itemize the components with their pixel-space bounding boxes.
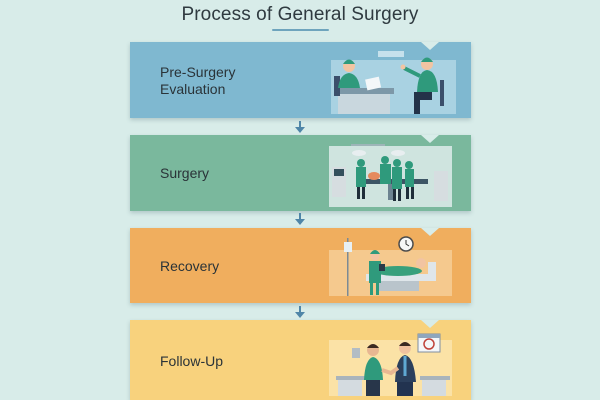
- step-notch: [421, 135, 439, 143]
- step-notch: [421, 320, 439, 328]
- step-label-line1: Pre-Surgery: [160, 64, 236, 80]
- step-recovery: Recovery: [130, 228, 471, 303]
- step-surgery: Surgery: [130, 135, 471, 211]
- step-label: Surgery: [160, 165, 210, 181]
- step-label: Recovery: [160, 258, 220, 274]
- operating-room-illustration-icon: [329, 144, 452, 207]
- down-arrow-icon: [295, 306, 305, 318]
- step-notch: [421, 42, 439, 50]
- step-pre-surgery-evaluation: Pre-Surgery Evaluation: [130, 42, 471, 118]
- doctor-consultation-illustration-icon: [331, 51, 456, 114]
- step-notch: [421, 228, 439, 236]
- title-underline: [272, 29, 329, 31]
- step-label-line2: Evaluation: [160, 81, 226, 97]
- down-arrow-icon: [295, 121, 305, 133]
- step-label: Follow-Up: [160, 353, 224, 369]
- handshake-followup-illustration-icon: [329, 333, 452, 396]
- step-follow-up: Follow-Up: [130, 320, 471, 400]
- page-title: Process of General Surgery: [181, 4, 419, 25]
- step-label: Pre-Surgery Evaluation: [160, 64, 235, 98]
- hospital-bed-recovery-illustration-icon: [329, 236, 452, 296]
- down-arrow-icon: [295, 213, 305, 225]
